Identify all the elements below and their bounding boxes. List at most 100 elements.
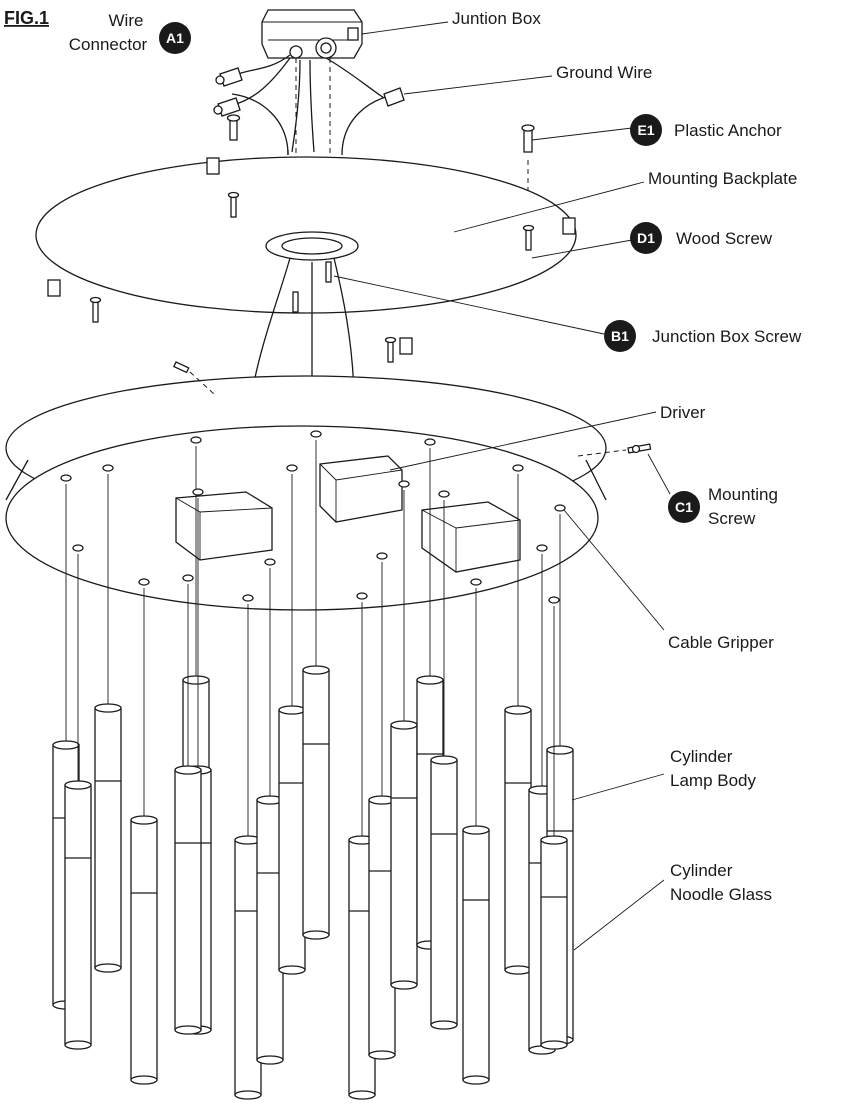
plastic-anchor (521, 124, 535, 153)
cable-gripper (60, 474, 72, 482)
cylinder-bottom (348, 1090, 376, 1100)
badge-d1: D1 (630, 222, 662, 254)
badge-c1: C1 (668, 491, 700, 523)
label-wire-connector: Wire (109, 11, 144, 30)
cable-gripper (72, 544, 84, 552)
cylinder-top (546, 745, 574, 755)
cylinder-top (94, 703, 122, 713)
cable-gripper (192, 488, 204, 496)
leader-lines (333, 21, 671, 951)
cylinder-top (462, 825, 490, 835)
label-plastic-anchor: Plastic Anchor (674, 121, 782, 140)
label-junction-box: Juntion Box (452, 9, 541, 28)
svg-text:C1: C1 (675, 499, 693, 515)
mounting-screw (627, 443, 652, 454)
cylinder-bottom (130, 1075, 158, 1085)
cylinder-top (52, 740, 80, 750)
cylinder-tube (462, 829, 490, 1081)
label-driver: Driver (660, 403, 706, 422)
driver (421, 501, 521, 573)
guide-line (577, 449, 627, 457)
cylinder-top (390, 720, 418, 730)
badge-a1: A1 (159, 22, 191, 54)
label-wood-screw: Wood Screw (676, 229, 773, 248)
cylinder-bottom (256, 1055, 284, 1065)
cable-gripper (376, 552, 388, 560)
label-wire-connector: Connector (69, 35, 148, 54)
cylinder-tube (94, 707, 122, 969)
label-ground-wire: Ground Wire (556, 63, 652, 82)
cylinder-tube (540, 839, 568, 1046)
svg-text:E1: E1 (637, 122, 654, 138)
cylinder-bottom (302, 930, 330, 940)
cable-gripper (286, 464, 298, 472)
wood-screw (384, 336, 397, 363)
cable-gripper (182, 574, 194, 582)
cylinder-top (540, 835, 568, 845)
cylinder-bottom (234, 1090, 262, 1100)
cable-gripper (470, 578, 482, 586)
junction-box-screw (292, 261, 332, 313)
wood-screw (89, 296, 102, 323)
mounting-backplate (35, 156, 577, 355)
cylinder-top (302, 665, 330, 675)
cylinder-bottom (174, 1025, 202, 1035)
cylinder-top (174, 765, 202, 775)
cylinder-top (430, 755, 458, 765)
cable-gripper (242, 594, 254, 602)
cylinder-tube (504, 709, 532, 971)
badge-e1: E1 (630, 114, 662, 146)
svg-text:B1: B1 (611, 328, 629, 344)
label-mounting-backplate: Mounting Backplate (648, 169, 797, 188)
mounting-screw-left (173, 361, 190, 374)
wood-screw (227, 191, 240, 218)
support-cables (251, 257, 355, 393)
label-noodle-glass: Cylinder (670, 861, 733, 880)
guide-line (189, 371, 215, 395)
canopy-plate (5, 375, 607, 611)
label-noodle-glass: Noodle Glass (670, 885, 772, 904)
cylinder-bottom (390, 980, 418, 990)
cylinder-bottom (278, 965, 306, 975)
figure-title: FIG.1 (4, 8, 49, 28)
wires (235, 54, 385, 153)
driver (175, 491, 273, 561)
cable-gripper (548, 596, 560, 604)
cylinder-tube (130, 819, 158, 1081)
cable-gripper (190, 436, 202, 444)
cylinder-top (416, 675, 444, 685)
screw-top-left (226, 114, 241, 141)
svg-text:D1: D1 (637, 230, 655, 246)
cylinder-tube (390, 724, 418, 986)
cylinder-tube (302, 669, 330, 936)
cylinder-tube (278, 709, 306, 971)
cable-gripper (398, 480, 410, 488)
cylinder-tube (64, 784, 92, 1046)
cylinder-bottom (504, 965, 532, 975)
canopy-neck (231, 93, 401, 156)
junction-box (261, 9, 363, 59)
cylinder-top (182, 675, 210, 685)
cylinder-bottom (540, 1040, 568, 1050)
cable-gripper (356, 592, 368, 600)
cylinder-bottom (64, 1040, 92, 1050)
cylinder-top (278, 705, 306, 715)
ground-wire-connector (383, 87, 405, 107)
cylinder-bottom (462, 1075, 490, 1085)
label-lamp-body: Cylinder (670, 747, 733, 766)
cylinder-top (504, 705, 532, 715)
cable-gripper (264, 558, 276, 566)
cylinder-tube (430, 759, 458, 1026)
cable-gripper (512, 464, 524, 472)
label-junction-box-screw: Junction Box Screw (652, 327, 802, 346)
cable-gripper (536, 544, 548, 552)
label-cable-gripper: Cable Gripper (668, 633, 774, 652)
wire-connector (213, 97, 241, 117)
cable-gripper (102, 464, 114, 472)
pendant-lamps (52, 430, 574, 1100)
driver (319, 455, 403, 523)
cable-gripper (138, 578, 150, 586)
cable-gripper (438, 490, 450, 498)
wire-connector (215, 67, 243, 87)
